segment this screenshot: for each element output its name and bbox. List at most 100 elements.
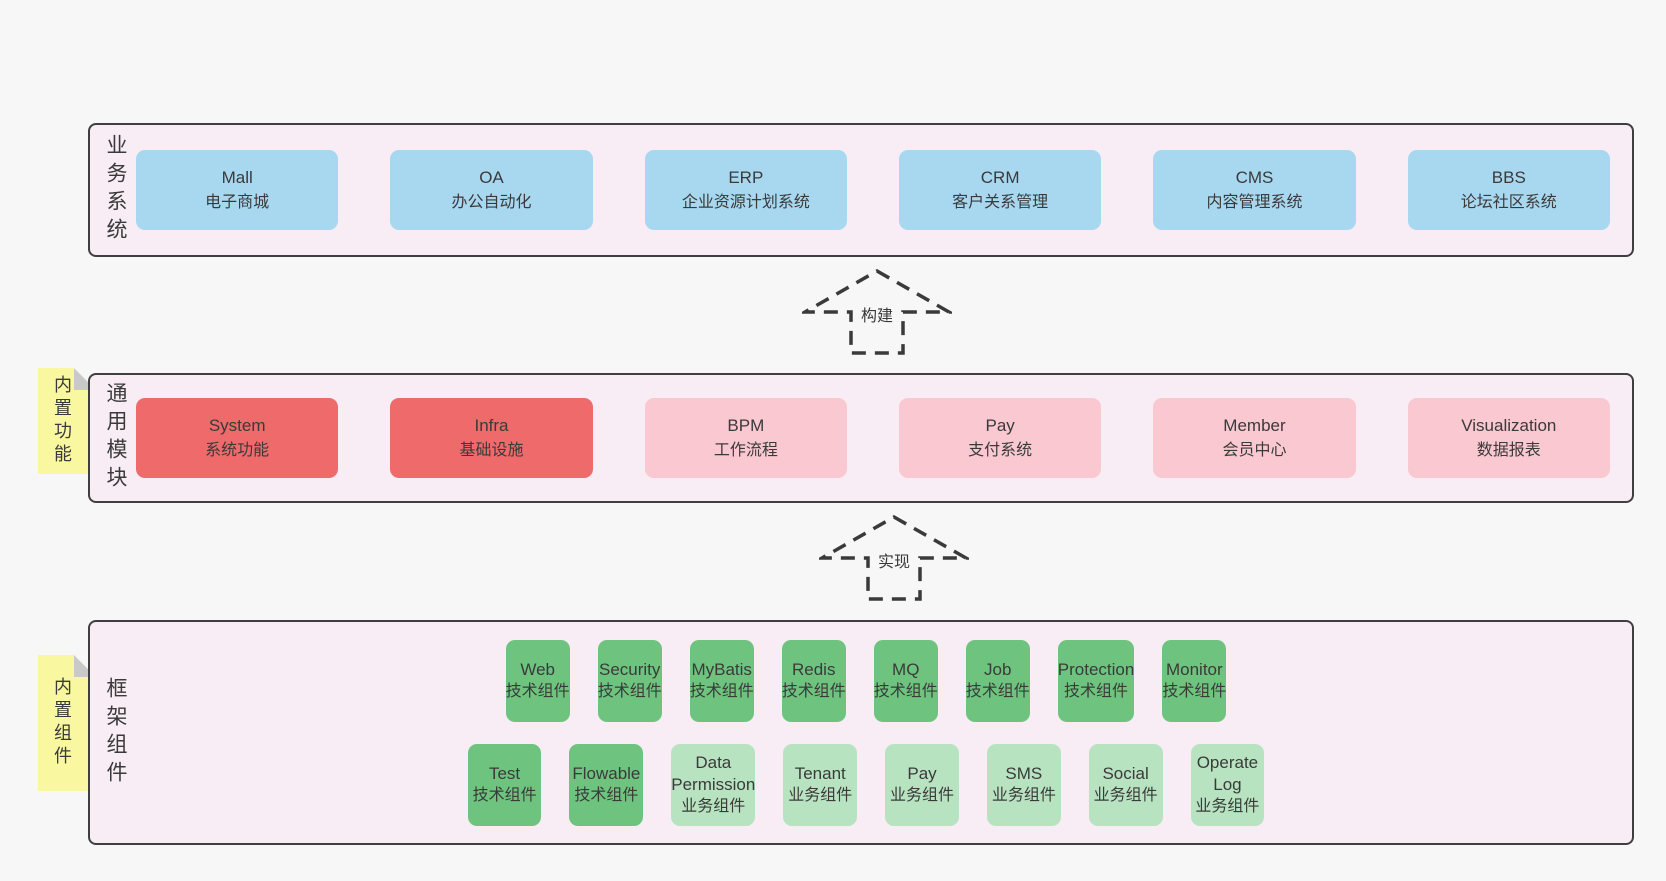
- module-desc: 技术组件: [689, 682, 754, 700]
- module-desc: 会员中心: [1222, 442, 1287, 459]
- implement-arrow: 实现: [819, 514, 969, 602]
- module-desc: 技术组件: [472, 786, 537, 804]
- module-box-mall: Mall 电子商城: [136, 150, 339, 230]
- module-box-pay: Pay 支付系统: [898, 398, 1102, 478]
- module-desc: 客户关系管理: [952, 194, 1049, 211]
- module-name: Web: [520, 659, 555, 679]
- module-name: OA: [479, 168, 504, 187]
- module-desc: 电子商城: [205, 194, 270, 211]
- module-desc: 业务组件: [1093, 786, 1158, 804]
- module-name: Protection: [1057, 659, 1135, 679]
- module-name: MyBatis: [691, 659, 752, 679]
- module-name: CRM: [980, 168, 1020, 187]
- module-desc: 论坛社区系统: [1460, 194, 1557, 211]
- module-name: Member: [1223, 416, 1286, 435]
- module-box-flowable: Flowable 技术组件: [569, 743, 644, 826]
- module-desc: 系统功能: [205, 442, 270, 459]
- module-desc: 技术组件: [597, 682, 662, 700]
- module-box-member: Member 会员中心: [1153, 398, 1356, 478]
- module-desc: 企业资源计划系统: [681, 194, 810, 211]
- module-box-system: System 系统功能: [136, 398, 339, 478]
- module-box-job: Job 技术组件: [965, 639, 1030, 722]
- module-name: System: [208, 416, 266, 435]
- module-name: Pay: [985, 416, 1015, 435]
- module-desc: 工作流程: [713, 442, 778, 459]
- build-arrow: 构建: [802, 268, 952, 356]
- module-desc: 业务组件: [890, 786, 955, 804]
- module-box-data-permission: Data Permission 业务组件: [671, 743, 756, 826]
- module-desc: 支付系统: [968, 442, 1033, 459]
- dashed-up-arrow-icon: [802, 268, 952, 355]
- module-box-security: Security 技术组件: [597, 639, 662, 722]
- module-name: Flowable: [572, 763, 641, 783]
- module-box-bbs: BBS 论坛社区系统: [1407, 150, 1610, 230]
- module-name: Tenant: [794, 763, 846, 783]
- module-name: Pay: [907, 763, 937, 783]
- module-name: Mall: [221, 168, 253, 187]
- build-arrow-label: 构建: [856, 301, 898, 327]
- module-name: SMS: [1005, 763, 1043, 783]
- module-desc: 业务组件: [681, 797, 746, 815]
- module-desc: 技术组件: [574, 786, 639, 804]
- module-desc: 技术组件: [781, 682, 846, 700]
- module-box-mybatis: MyBatis 技术组件: [689, 639, 754, 722]
- module-name: Test: [488, 763, 521, 783]
- module-name: Security: [598, 659, 661, 679]
- module-desc: 技术组件: [1064, 682, 1129, 700]
- module-name: Visualization: [1461, 416, 1557, 435]
- sticky-note-text: 内置组件: [52, 677, 72, 769]
- module-name: Infra: [474, 416, 509, 435]
- sticky-note-text: 内置功能: [52, 375, 72, 467]
- module-desc: 基础设施: [459, 442, 524, 459]
- implement-arrow-label: 实现: [873, 547, 915, 573]
- module-box-crm: CRM 客户关系管理: [898, 150, 1102, 230]
- layer-label-framework-components: 框架组件: [104, 676, 127, 789]
- module-desc: 业务组件: [991, 786, 1056, 804]
- module-name: Operate Log: [1196, 752, 1259, 794]
- module-desc: 技术组件: [965, 682, 1030, 700]
- module-box-social: Social 业务组件: [1088, 743, 1163, 826]
- module-box-oa: OA 办公自动化: [390, 150, 593, 230]
- layer-label-common-modules: 通用模块: [104, 382, 127, 494]
- module-desc: 技术组件: [505, 682, 570, 700]
- module-box-visualization: Visualization 数据报表: [1407, 398, 1610, 478]
- sticky-note-builtin-components: 内置组件: [38, 655, 96, 791]
- module-desc: 技术组件: [873, 682, 938, 700]
- module-name: Data Permission: [671, 752, 756, 794]
- module-name: Job: [984, 659, 1012, 679]
- module-box-tenant: Tenant 业务组件: [783, 743, 858, 826]
- sticky-note-builtin-features: 内置功能: [38, 368, 96, 474]
- module-desc: 办公自动化: [451, 194, 532, 211]
- module-desc: 业务组件: [788, 786, 853, 804]
- module-name: CMS: [1235, 168, 1274, 187]
- module-desc: 数据报表: [1476, 442, 1541, 459]
- layer-label-business-systems: 业务系统: [104, 134, 127, 246]
- module-box-protection: Protection 技术组件: [1057, 639, 1135, 722]
- module-box-web: Web 技术组件: [505, 639, 570, 722]
- module-name: Social: [1102, 763, 1149, 783]
- module-box-pay: Pay 业务组件: [885, 743, 959, 826]
- module-name: Monitor: [1165, 659, 1223, 679]
- dashed-up-arrow-icon: [819, 514, 969, 601]
- module-box-cms: CMS 内容管理系统: [1153, 150, 1356, 230]
- module-box-infra: Infra 基础设施: [390, 398, 593, 478]
- module-name: MQ: [892, 659, 920, 679]
- module-box-mq: MQ 技术组件: [873, 639, 938, 722]
- module-name: BBS: [1491, 168, 1526, 187]
- module-box-sms: SMS 业务组件: [986, 743, 1061, 826]
- module-desc: 内容管理系统: [1206, 194, 1303, 211]
- module-box-test: Test 技术组件: [467, 743, 542, 826]
